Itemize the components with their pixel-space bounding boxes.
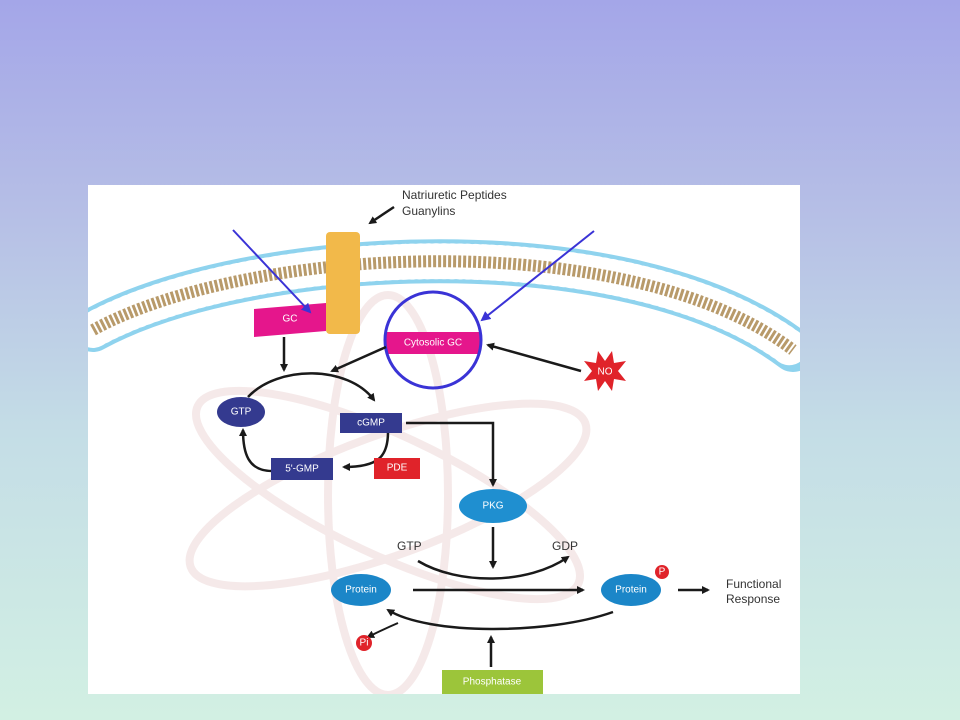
gc-box: GC (254, 303, 326, 337)
phospho-badge: P (655, 565, 669, 579)
cytosolic-gc-label: Cytosolic GC (404, 338, 462, 349)
pi-label: Pi (360, 638, 369, 649)
pi-badge: Pi (356, 635, 372, 651)
highlight-circle (383, 290, 483, 390)
gdp-text: GDP (552, 539, 578, 553)
no-arrow (486, 342, 582, 373)
pkg-node: PKG (459, 489, 527, 523)
cytosolic-to-cycle-arrow (330, 345, 387, 373)
protein-left-label: Protein (345, 585, 377, 596)
pathway-figure: Natriuretic Peptides Guanylins GC Cytoso… (88, 185, 800, 694)
phospho-p-label: P (659, 567, 666, 578)
pkg-label: PKG (482, 501, 503, 512)
five-gmp-node: 5'-GMP (271, 458, 333, 480)
five-gmp-label: 5'-GMP (285, 464, 319, 475)
dephosphorylation-arc (386, 608, 614, 631)
ligand-arrow (368, 205, 395, 225)
gtp-gdp-arc (417, 555, 570, 580)
functional-line1: Functional (726, 577, 781, 591)
cytosolic-gc-box: Cytosolic GC (386, 332, 480, 354)
pde-box: PDE (374, 458, 420, 479)
gtp-text: GTP (397, 539, 422, 553)
cgmp-signaling-diagram: Natriuretic Peptides Guanylins GC Cytoso… (88, 188, 800, 694)
annotation-arrow-right (480, 230, 595, 322)
cell-membrane (88, 239, 800, 372)
pde-label: PDE (387, 463, 408, 474)
watermark-emblem (185, 291, 591, 694)
ligand-label-line1: Natriuretic Peptides (402, 188, 507, 202)
protein-right-node: Protein (601, 574, 661, 606)
annotation-arrow-left (232, 229, 312, 314)
functional-line2: Response (726, 592, 780, 606)
5gmp-to-gtp-arrow (239, 428, 273, 473)
protein-right-label: Protein (615, 585, 647, 596)
cgmp-label: cGMP (357, 418, 385, 429)
ligand-label-line2: Guanylins (402, 204, 455, 218)
gtp-node: GTP (217, 397, 265, 427)
protein-left-node: Protein (331, 574, 391, 606)
cgmp-to-pkg-arrow (406, 421, 497, 487)
gc-label: GC (283, 314, 298, 325)
gtp-node-label: GTP (231, 407, 252, 418)
gtp-to-cgmp-arrow (247, 372, 376, 402)
phosphatase-box: Phosphatase (442, 670, 543, 694)
no-label: NO (598, 367, 613, 378)
no-star: NO (584, 351, 626, 391)
cgmp-node: cGMP (340, 413, 402, 433)
phosphatase-label: Phosphatase (463, 677, 522, 688)
receptor-column (326, 232, 360, 334)
pi-release-arrow (366, 622, 399, 638)
